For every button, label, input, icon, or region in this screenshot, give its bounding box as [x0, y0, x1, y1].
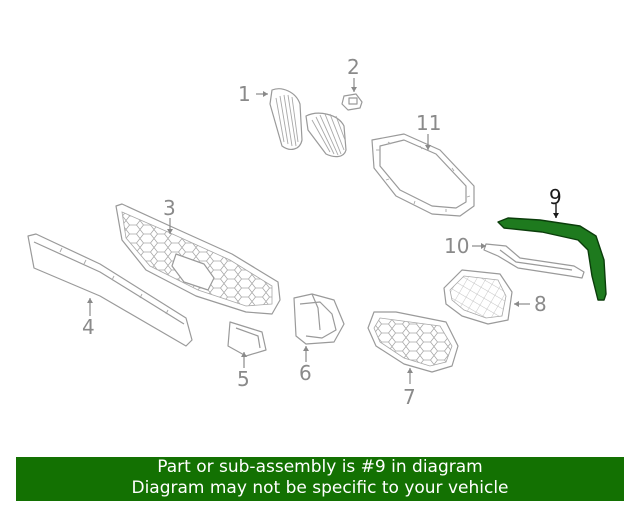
leader-8-arrow — [514, 301, 519, 307]
leader-4-arrow — [87, 298, 93, 303]
leader-11-arrow — [425, 145, 431, 150]
callout-1[interactable]: 1 — [238, 82, 251, 106]
callout-10[interactable]: 10 — [444, 234, 469, 258]
part-10-trim-bar[interactable] — [483, 243, 585, 279]
part-2-sensor[interactable] — [341, 93, 363, 111]
leader-7-arrow — [407, 368, 413, 373]
callout-7[interactable]: 7 — [403, 385, 416, 409]
part-5-cover[interactable] — [227, 321, 267, 357]
callout-5[interactable]: 5 — [237, 367, 250, 391]
part-8-side-insert[interactable] — [443, 269, 513, 325]
callout-6[interactable]: 6 — [299, 361, 312, 385]
part-1-kidney-grille[interactable] — [269, 88, 347, 158]
part-11-grille-frame[interactable] — [371, 133, 475, 217]
part-7-side-grille[interactable] — [367, 311, 459, 373]
leader-10-arrow — [481, 243, 486, 249]
part-3-lower-grille[interactable] — [115, 203, 281, 315]
callout-2[interactable]: 2 — [347, 55, 360, 79]
leader-5-arrow — [241, 352, 247, 357]
callout-11[interactable]: 11 — [416, 111, 441, 135]
callout-9[interactable]: 9 — [549, 185, 562, 209]
info-banner: Part or sub-assembly is #9 in diagram Di… — [16, 457, 624, 501]
leader-9-arrow — [553, 213, 559, 218]
banner-line-1: Part or sub-assembly is #9 in diagram — [157, 457, 483, 477]
part-4-lower-trim[interactable] — [27, 233, 193, 347]
banner-line-2: Diagram may not be specific to your vehi… — [131, 478, 509, 498]
leader-6-arrow — [303, 346, 309, 351]
callout-3[interactable]: 3 — [163, 196, 176, 220]
callout-4[interactable]: 4 — [82, 315, 95, 339]
part-9-highlighted-trim[interactable] — [497, 217, 607, 301]
leader-1-arrow — [263, 91, 268, 97]
callout-8[interactable]: 8 — [534, 292, 547, 316]
leader-3-arrow — [167, 229, 173, 234]
leader-2-arrow — [351, 87, 357, 92]
part-6-air-duct[interactable] — [293, 293, 345, 345]
